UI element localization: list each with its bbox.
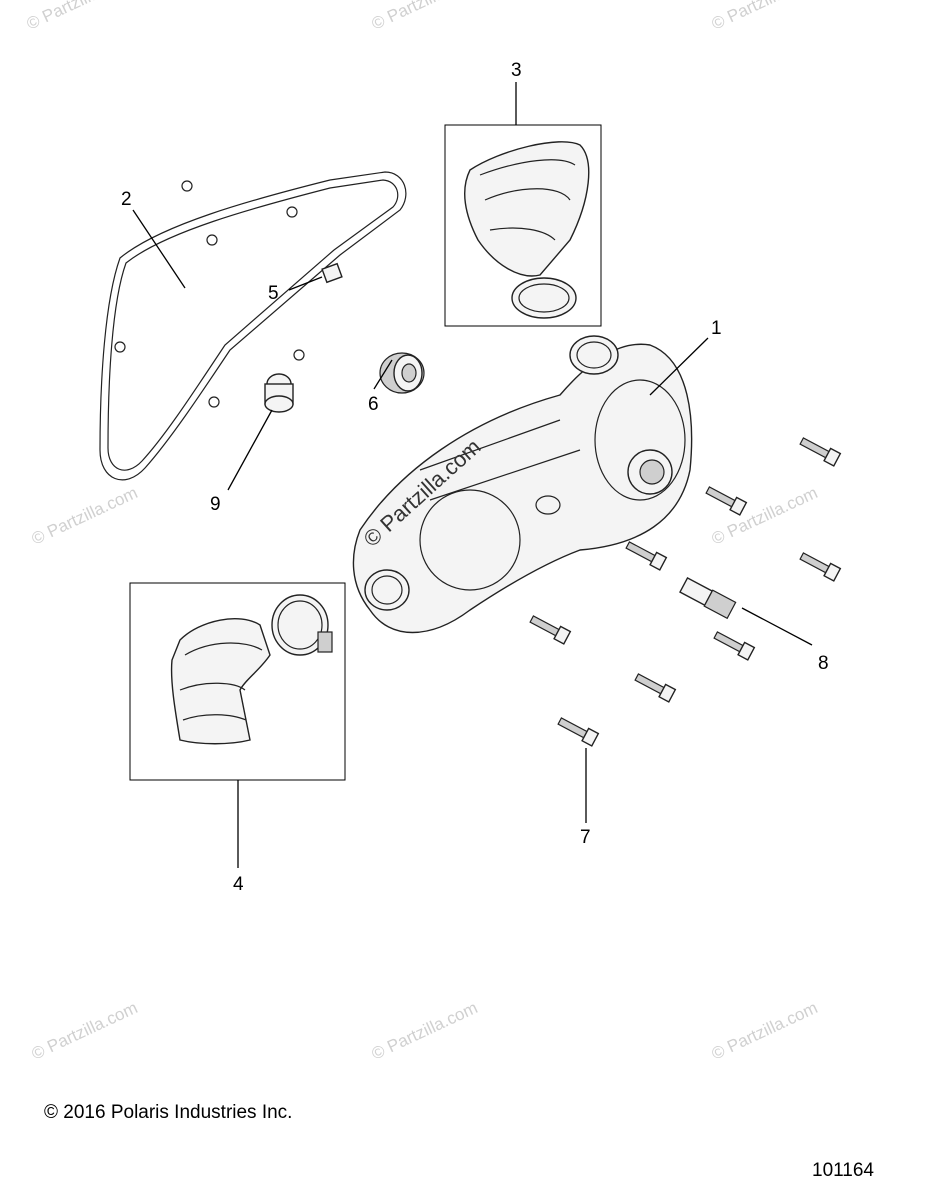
bolt-icon	[557, 717, 600, 747]
label-part-8: 8	[818, 653, 829, 674]
watermark-5: © Partzilla.com	[709, 483, 821, 549]
inlet-duct-icon	[170, 594, 333, 745]
label-part-7: 7	[580, 827, 591, 848]
diagram-number: 101164	[812, 1160, 874, 1181]
bolt-icon	[529, 615, 572, 645]
label-part-5: 5	[268, 283, 279, 304]
label-part-3: 3	[511, 60, 522, 81]
label-part-4: 4	[233, 874, 244, 895]
watermark-8: © Partzilla.com	[709, 998, 821, 1064]
bolt-icon	[713, 631, 756, 661]
part-3-box	[444, 124, 602, 327]
bolts-group	[529, 437, 842, 747]
label-part-2: 2	[121, 189, 132, 210]
bolt-icon	[799, 437, 842, 467]
watermark-4: © Partzilla.com	[29, 483, 141, 549]
copyright-notice: © 2016 Polaris Industries Inc.	[44, 1102, 293, 1123]
watermark-2: © Partzilla.com	[369, 0, 481, 34]
label-part-9: 9	[210, 494, 221, 515]
watermark-6: © Partzilla.com	[29, 998, 141, 1064]
gasket-icon	[99, 171, 407, 481]
outlet-duct-icon	[464, 141, 590, 319]
part-labels: 1 2 3 4 5 6 7 8 9	[121, 60, 829, 895]
bolt-icon	[634, 673, 677, 703]
watermark-1: © Partzilla.com	[24, 0, 136, 34]
bolt-icon	[625, 541, 668, 571]
label-part-6: 6	[368, 394, 379, 415]
bolt-icon	[705, 486, 748, 516]
watermark-3: © Partzilla.com	[709, 0, 821, 34]
label-part-1: 1	[711, 318, 722, 339]
bearing-icon	[379, 352, 425, 394]
standoff-icon	[679, 576, 737, 620]
bushing-icon	[264, 373, 294, 413]
dowel-pin-icon	[321, 262, 343, 284]
leader-lines	[132, 82, 813, 868]
watermark-7: © Partzilla.com	[369, 998, 481, 1064]
bolt-icon	[799, 552, 842, 582]
